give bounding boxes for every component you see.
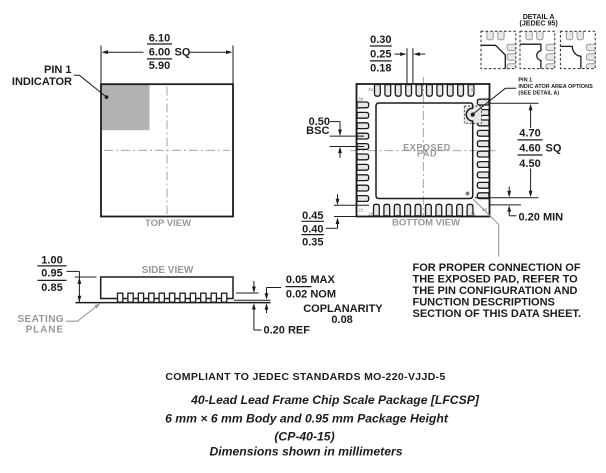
svg-text:0.25: 0.25 — [370, 49, 391, 61]
svg-text:COPLANARITY: COPLANARITY — [303, 303, 383, 315]
svg-text:BSC: BSC — [306, 125, 329, 137]
svg-text:PLANE: PLANE — [26, 324, 64, 335]
svg-text:0.08: 0.08 — [331, 314, 352, 326]
svg-text:0.02 NOM: 0.02 NOM — [286, 288, 336, 300]
svg-text:0.85: 0.85 — [41, 282, 62, 294]
svg-text:0.35: 0.35 — [302, 237, 323, 249]
svg-text:0.50: 0.50 — [309, 116, 330, 128]
svg-text:20: 20 — [368, 211, 374, 216]
svg-text:Dimensions shown in millimeter: Dimensions shown in millimeters — [209, 444, 402, 458]
svg-text:FUNCTION DESCRIPTIONS: FUNCTION DESCRIPTIONS — [413, 296, 555, 308]
svg-text:0.18: 0.18 — [370, 62, 391, 74]
svg-text:EXPOSED: EXPOSED — [403, 142, 451, 152]
svg-text:SQ: SQ — [546, 143, 562, 155]
svg-text:TOP VIEW: TOP VIEW — [145, 218, 191, 229]
svg-text:4.50: 4.50 — [519, 158, 540, 170]
svg-text:(SEE DETAIL A): (SEE DETAIL A) — [518, 91, 559, 97]
svg-text:31: 31 — [368, 87, 374, 92]
svg-text:FOR PROPER CONNECTION OF: FOR PROPER CONNECTION OF — [413, 262, 581, 274]
svg-text:0.20 REF: 0.20 REF — [264, 325, 311, 337]
svg-text:INDICATOR: INDICATOR — [12, 76, 72, 88]
svg-text:5.90: 5.90 — [149, 60, 170, 72]
svg-text:DETAIL A: DETAIL A — [523, 13, 555, 21]
svg-text:PAD: PAD — [417, 149, 437, 159]
svg-text:11: 11 — [471, 211, 476, 216]
svg-text:BOTTOM VIEW: BOTTOM VIEW — [392, 218, 460, 229]
svg-text:THE PIN CONFIGURATION AND: THE PIN CONFIGURATION AND — [413, 285, 578, 297]
svg-text:10: 10 — [482, 207, 488, 212]
svg-text:6 mm × 6 mm Body and 0.95 mm P: 6 mm × 6 mm Body and 0.95 mm Package Hei… — [165, 412, 449, 426]
svg-text:1.00: 1.00 — [41, 254, 62, 266]
svg-text:0.05 MAX: 0.05 MAX — [286, 274, 336, 286]
svg-text:4.60: 4.60 — [519, 143, 540, 155]
svg-text:6.00: 6.00 — [149, 47, 170, 59]
svg-text:0.40: 0.40 — [302, 223, 323, 235]
svg-text:COMPLIANT TO JEDEC STANDARDS M: COMPLIANT TO JEDEC STANDARDS MO-220-VJJD… — [165, 371, 445, 383]
svg-text:6.10: 6.10 — [149, 33, 170, 45]
svg-text:INDIC ATOR AREA OPTIONS: INDIC ATOR AREA OPTIONS — [518, 84, 593, 90]
svg-text:SECTION OF THIS DATA SHEET.: SECTION OF THIS DATA SHEET. — [413, 308, 581, 320]
svg-text:40: 40 — [470, 87, 476, 92]
svg-text:40-Lead Lead Frame Chip Scale: 40-Lead Lead Frame Chip Scale Package [L… — [190, 393, 480, 407]
svg-text:0.20 MIN: 0.20 MIN — [519, 211, 564, 223]
svg-text:SEATING: SEATING — [17, 314, 64, 325]
svg-text:0.95: 0.95 — [41, 267, 62, 279]
svg-text:0.45: 0.45 — [302, 210, 323, 222]
svg-text:4.70: 4.70 — [519, 128, 540, 140]
svg-text:(JEDEC 95): (JEDEC 95) — [519, 20, 558, 28]
svg-text:(CP-40-15): (CP-40-15) — [274, 430, 334, 444]
svg-text:30: 30 — [358, 97, 364, 102]
svg-text:PIN 1: PIN 1 — [518, 78, 532, 84]
svg-text:0.30: 0.30 — [370, 34, 391, 46]
svg-text:21: 21 — [358, 207, 364, 212]
svg-text:SIDE VIEW: SIDE VIEW — [142, 265, 194, 276]
svg-text:THE EXPOSED PAD, REFER TO: THE EXPOSED PAD, REFER TO — [413, 273, 579, 285]
svg-text:1: 1 — [484, 97, 487, 102]
svg-text:PIN 1: PIN 1 — [44, 64, 72, 76]
svg-text:SQ: SQ — [175, 47, 191, 59]
